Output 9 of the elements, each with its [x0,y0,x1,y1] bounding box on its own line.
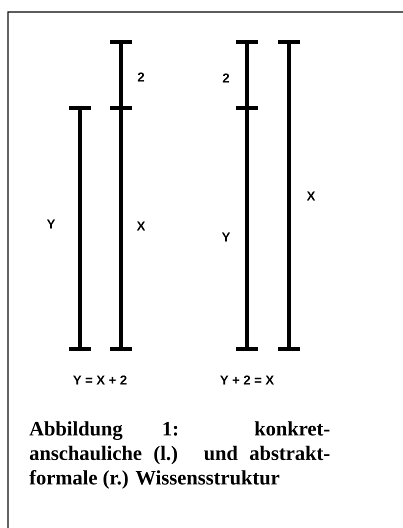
length-label: 2 [222,73,230,83]
length-label: 2 [138,72,144,82]
length-label: X [136,222,146,230]
length-label: Y [222,232,230,242]
equation: Y + 2 = X [220,375,274,385]
length-label: X [306,192,316,200]
length-label: Y [46,220,56,228]
caption: Abbildung 1: konkret-anschauliche (l.) und abstrakt-formale (r.) Wissensstruktur [29,421,330,489]
equation: Y = X + 2 [73,375,127,385]
